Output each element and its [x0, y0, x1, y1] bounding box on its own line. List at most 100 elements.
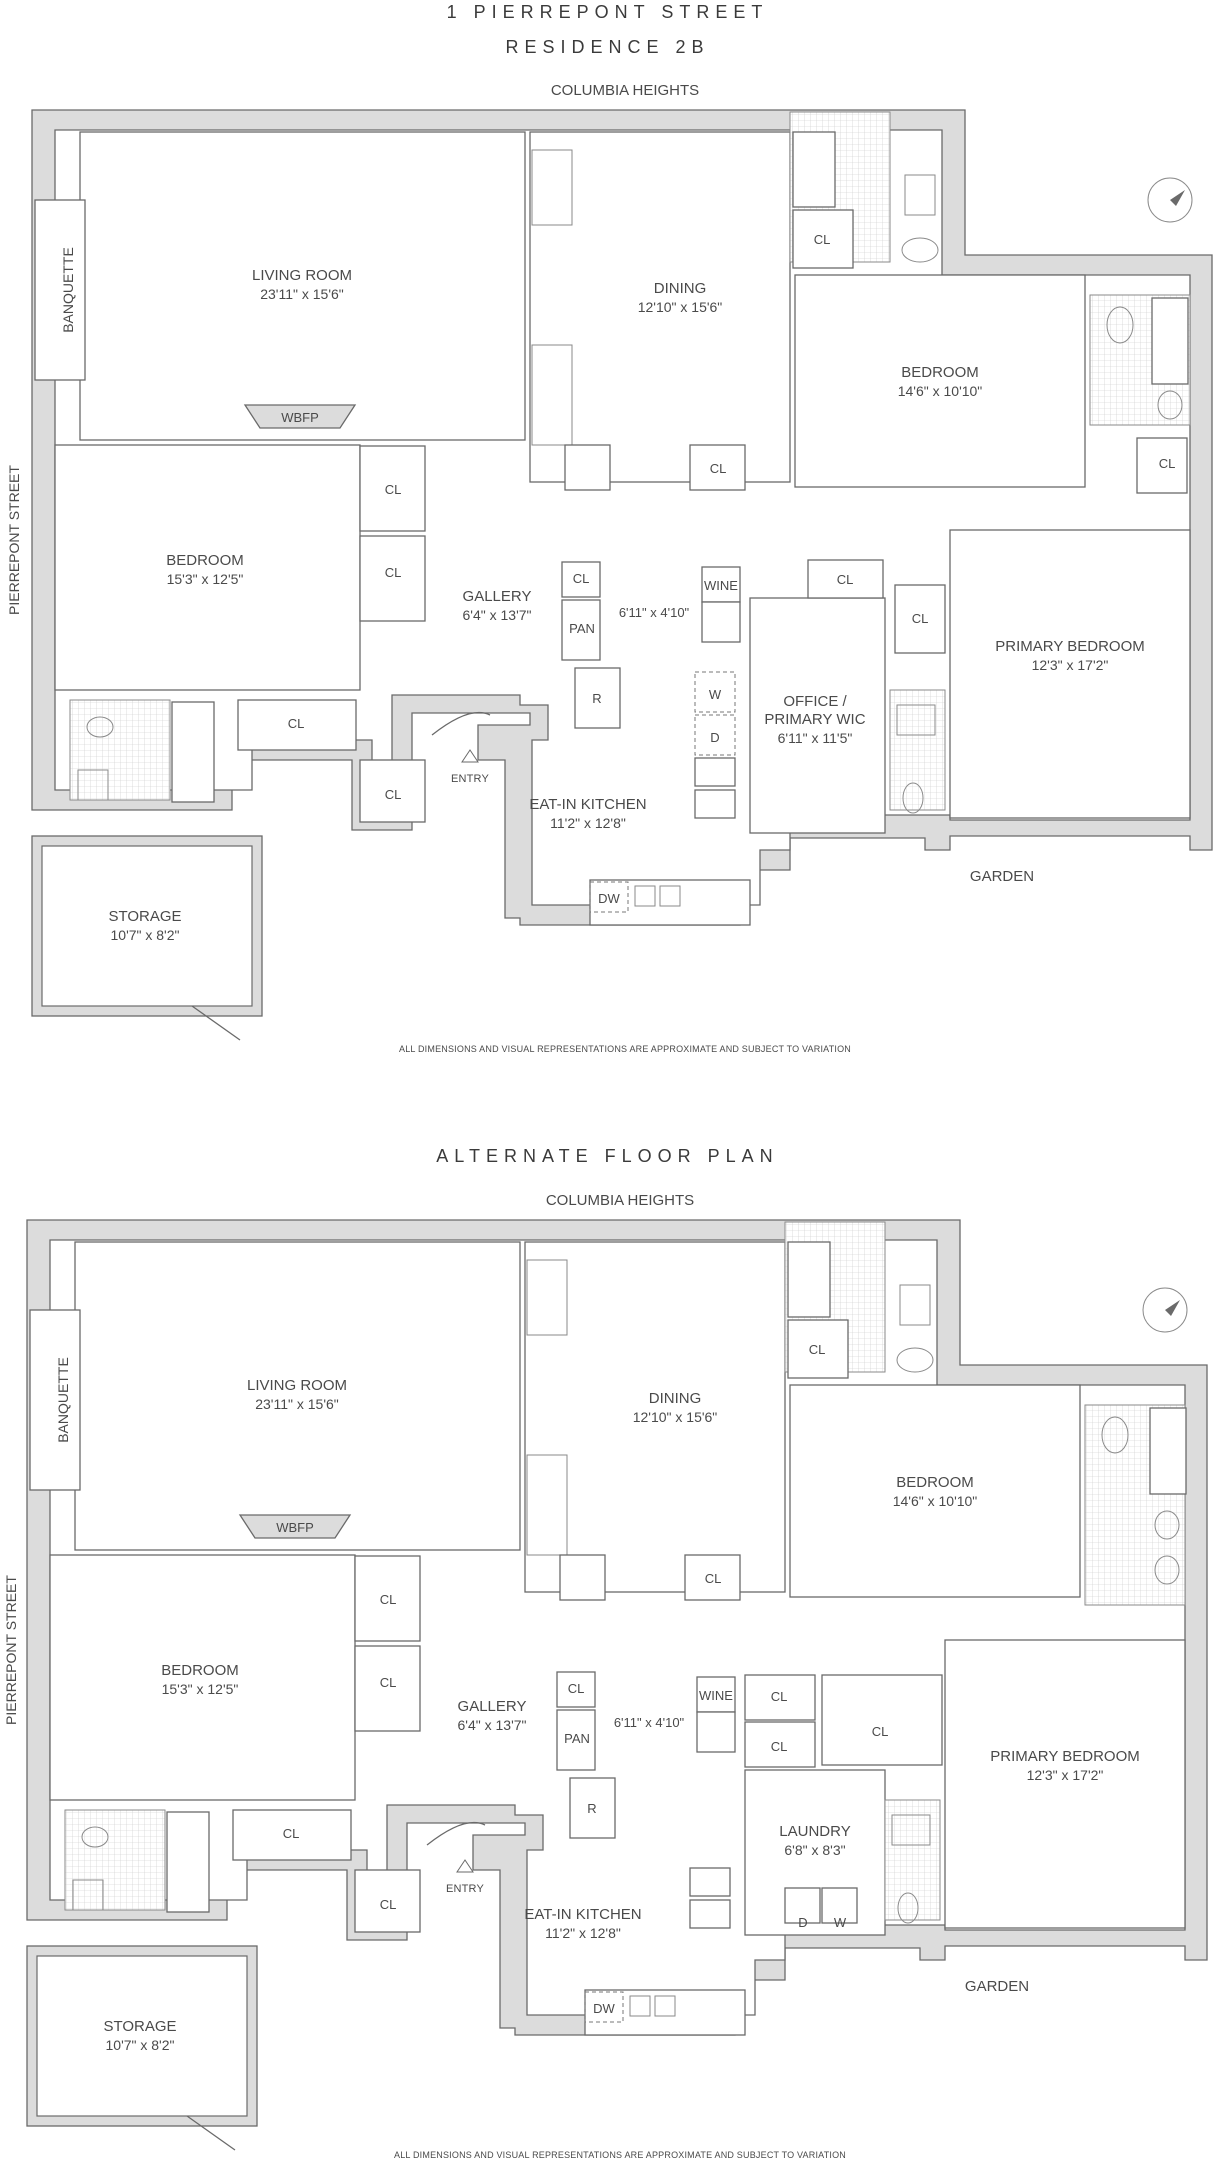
- room-living: LIVING ROOM 23'11" x 15'6": [252, 267, 352, 303]
- room-name: BEDROOM: [896, 1474, 974, 1491]
- closet-label: CL: [770, 1689, 788, 1704]
- room-name: EAT-IN KITCHEN: [524, 1906, 642, 1923]
- room-dimension: 11'2" x 12'8": [545, 1925, 621, 1941]
- disclaimer: ALL DIMENSIONS AND VISUAL REPRESENTATION…: [398, 1044, 852, 1054]
- room-dimension: 6'8" x 8'3": [784, 1842, 846, 1858]
- banquette: [34, 199, 86, 381]
- closet-label: CL: [871, 1724, 889, 1739]
- room-dining: DINING 12'10" x 15'6": [638, 280, 723, 316]
- banquette-label-alt: BANQUETTE: [55, 1357, 71, 1443]
- room-office: OFFICE / PRIMARY WIC 6'11" x 11'5": [764, 693, 865, 747]
- street-label-side: PIERREPONT STREET: [6, 465, 22, 615]
- closet-label: CL: [287, 716, 305, 731]
- pantry-label: PAN: [569, 621, 595, 636]
- disclaimer-alt: ALL DIMENSIONS AND VISUAL REPRESENTATION…: [393, 2150, 847, 2160]
- room-name: LAUNDRY: [779, 1823, 851, 1840]
- room-name: DINING: [648, 1390, 702, 1407]
- room-dimension: 15'3" x 12'5": [166, 571, 244, 587]
- closet-label: CL: [704, 1571, 722, 1586]
- dishwasher-label-alt: DW: [593, 2001, 615, 2016]
- closet-label: CL: [836, 572, 854, 587]
- closet-label: CL: [384, 787, 402, 802]
- closet-label: CL: [567, 1681, 585, 1696]
- street-label-bottom: GARDEN: [969, 868, 1035, 885]
- wbfp-label: WBFP: [281, 410, 319, 425]
- room-name: BEDROOM: [161, 1662, 239, 1679]
- room-dimension: 14'6" x 10'10": [892, 1493, 978, 1509]
- room-name: GALLERY: [462, 588, 532, 605]
- street-label-top: COLUMBIA HEIGHTS: [550, 82, 700, 99]
- room-dimension: 23'11" x 15'6": [260, 286, 344, 302]
- room-name-2: PRIMARY WIC: [764, 711, 866, 728]
- room-name: STORAGE: [103, 2018, 177, 2035]
- closet-label: CL: [911, 611, 929, 626]
- room-gallery-alt: GALLERY 6'4" x 13'7": [458, 1698, 527, 1734]
- entry-label-alt: ENTRY: [445, 1883, 485, 1895]
- floor-plan-alternate: [26, 1219, 1208, 2151]
- room-gallery: GALLERY 6'4" x 13'7": [463, 588, 532, 624]
- closet-label: CL: [1158, 456, 1176, 471]
- room-laundry-alt: LAUNDRY 6'8" x 8'3": [779, 1823, 850, 1859]
- room-primary-bedroom-alt: PRIMARY BEDROOM 12'3" x 17'2": [990, 1748, 1139, 1784]
- room-dimension: 14'6" x 10'10": [897, 383, 983, 399]
- room-name: STORAGE: [108, 908, 182, 925]
- room-name: BEDROOM: [901, 364, 979, 381]
- room-name: OFFICE /: [783, 693, 847, 710]
- closet-label: CL: [282, 1826, 300, 1841]
- room-bedroom-left: BEDROOM 15'3" x 12'5": [166, 552, 244, 588]
- banquette-alt: [29, 1309, 81, 1491]
- closet-label: CL: [384, 482, 402, 497]
- room-primary-bedroom: PRIMARY BEDROOM 12'3" x 17'2": [995, 638, 1144, 674]
- wbfp-label-alt: WBFP: [276, 1520, 314, 1535]
- banquette-label: BANQUETTE: [60, 247, 76, 333]
- closet-label: CL: [572, 571, 590, 586]
- room-dimension: 23'11" x 15'6": [255, 1396, 339, 1412]
- room-kitchen: EAT-IN KITCHEN 11'2" x 12'8": [529, 796, 646, 832]
- street-label-top-alt: COLUMBIA HEIGHTS: [545, 1192, 695, 1209]
- room-kitchen-alt: EAT-IN KITCHEN 11'2" x 12'8": [524, 1906, 641, 1942]
- room-dimension: 15'3" x 12'5": [161, 1681, 239, 1697]
- dryer-label-alt: D: [798, 1915, 808, 1930]
- alternate-plan-title: ALTERNATE FLOOR PLAN: [436, 1146, 779, 1166]
- street-label-side-alt: PIERREPONT STREET: [3, 1575, 19, 1725]
- room-bedroom-right: BEDROOM 14'6" x 10'10": [898, 364, 983, 400]
- room-dimension: 12'3" x 17'2": [1031, 657, 1109, 673]
- closet-label: CL: [770, 1739, 788, 1754]
- refrigerator-label-alt: R: [587, 1801, 597, 1816]
- room-dimension: 12'3" x 17'2": [1026, 1767, 1104, 1783]
- closet-label: CL: [379, 1897, 397, 1912]
- street-label-bottom-alt: GARDEN: [964, 1978, 1030, 1995]
- closet-label: CL: [813, 232, 831, 247]
- room-dimension: 10'7" x 8'2": [105, 2037, 175, 2053]
- washer-label-alt: W: [833, 1915, 847, 1930]
- residence-title: RESIDENCE 2B: [505, 37, 710, 57]
- closet-label: CL: [379, 1675, 397, 1690]
- room-name: LIVING ROOM: [251, 267, 353, 284]
- room-dining-alt: DINING 12'10" x 15'6": [633, 1390, 718, 1426]
- room-name: PRIMARY BEDROOM: [995, 638, 1145, 655]
- pantry-dimension: 6'11" x 4'10": [618, 605, 690, 620]
- room-dimension: 6'4" x 13'7": [457, 1717, 527, 1733]
- pantry-dimension-alt: 6'11" x 4'10": [613, 1715, 685, 1730]
- refrigerator-label: R: [592, 691, 602, 706]
- room-dimension: 6'4" x 13'7": [462, 607, 532, 623]
- room-name: LIVING ROOM: [246, 1377, 348, 1394]
- washer-label: W: [708, 687, 722, 702]
- closet-label: CL: [379, 1592, 397, 1607]
- room-name: GALLERY: [457, 1698, 527, 1715]
- closet-label: CL: [808, 1342, 826, 1357]
- room-living-alt: LIVING ROOM 23'11" x 15'6": [247, 1377, 347, 1413]
- room-dimension: 12'10" x 15'6": [632, 1409, 718, 1425]
- room-name: PRIMARY BEDROOM: [990, 1748, 1140, 1765]
- room-dimension: 6'11" x 11'5": [777, 730, 853, 746]
- room-dimension: 12'10" x 15'6": [637, 299, 723, 315]
- closet-label: CL: [384, 565, 402, 580]
- closet-label: CL: [709, 461, 727, 476]
- wine-label: WINE: [704, 578, 738, 593]
- room-storage: STORAGE 10'7" x 8'2": [108, 908, 181, 944]
- wine-label-alt: WINE: [699, 1688, 733, 1703]
- room-name: DINING: [653, 280, 707, 297]
- floor-plan-main: [31, 109, 1213, 1041]
